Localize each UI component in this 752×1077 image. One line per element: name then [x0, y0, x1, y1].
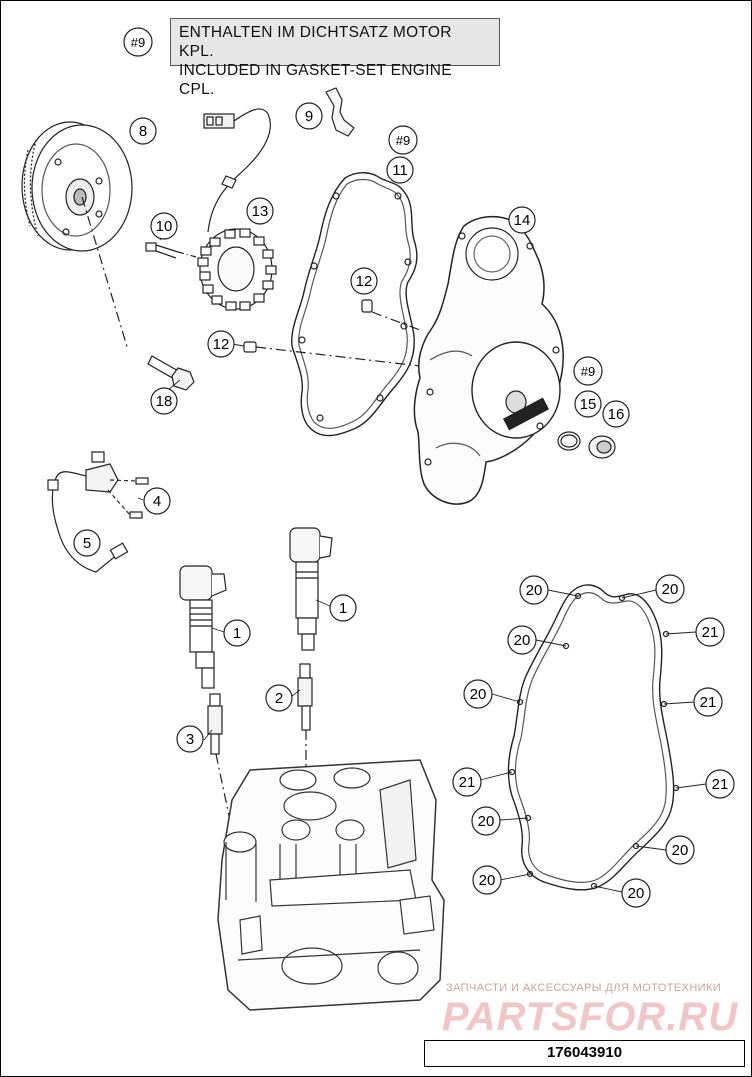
sensor-harness-part[interactable]: [47, 451, 149, 573]
callout-20: 20: [472, 865, 502, 895]
svg-text:9: 9: [305, 108, 313, 125]
svg-text:18: 18: [156, 393, 173, 410]
callout-12: 12: [207, 330, 235, 358]
svg-text:20: 20: [628, 885, 645, 902]
svg-text:1: 1: [339, 600, 347, 617]
assembly-line: [81, 196, 129, 351]
svg-text:20: 20: [526, 582, 543, 599]
svg-text:13: 13: [252, 203, 269, 220]
clutch-cover-gasket-part[interactable]: [507, 584, 680, 891]
callout-13: 13: [246, 197, 274, 225]
svg-text:11: 11: [392, 162, 408, 179]
callout-21: 21: [695, 617, 725, 647]
svg-text:#9: #9: [131, 35, 145, 50]
ignition-coil-part[interactable]: [179, 565, 227, 689]
svg-text:2: 2: [275, 690, 283, 707]
note-line-en: INCLUDED IN GASKET-SET ENGINE CPL.: [179, 62, 452, 98]
o-ring-part[interactable]: [557, 431, 581, 451]
svg-text:20: 20: [514, 632, 531, 649]
callout-1: 1: [329, 594, 357, 622]
note-line-de: ENTHALTEN IM DICHTSATZ MOTOR KPL.: [179, 24, 452, 60]
cover-gasket-part[interactable]: [291, 172, 418, 437]
callout-1: 1: [223, 619, 251, 647]
svg-text:4: 4: [153, 493, 161, 510]
callout-3: 3: [176, 725, 204, 753]
callout-14: 14: [508, 206, 536, 234]
callout-20: 20: [471, 806, 501, 836]
generator-cover-part[interactable]: [413, 215, 564, 505]
pickup-cable-part[interactable]: [203, 108, 271, 233]
svg-text:15: 15: [580, 396, 597, 413]
callout-8: 8: [129, 117, 157, 145]
callout-21: 21: [452, 767, 482, 797]
flywheel-part[interactable]: [21, 121, 133, 252]
callout-4: 4: [143, 487, 171, 515]
callout-20: 20: [507, 625, 537, 655]
watermark-logo: PARTSFOR.RU: [442, 995, 739, 1039]
callout-ref-9: #9: [123, 27, 153, 57]
bracket-part[interactable]: [325, 87, 355, 137]
diagram-part-number: 176043910: [424, 1040, 745, 1067]
svg-text:20: 20: [662, 581, 679, 598]
svg-text:12: 12: [213, 336, 230, 353]
callout-5: 5: [73, 529, 101, 557]
callout-12: 12: [350, 267, 378, 295]
screw-plug-part[interactable]: [588, 435, 616, 459]
ignition-coil-part[interactable]: [289, 527, 333, 651]
callout-16: 16: [602, 400, 630, 428]
svg-text:8: 8: [139, 123, 147, 140]
dowel-pin-part[interactable]: [243, 299, 421, 367]
callout-10: 10: [150, 212, 178, 240]
cylinder-head-part[interactable]: [217, 759, 445, 1011]
svg-text:16: 16: [608, 406, 625, 423]
callout-15: 15: [574, 390, 602, 418]
callout-18: 18: [150, 387, 178, 415]
watermark-tagline: ЗАПЧАСТИ И АКСЕССУАРЫ ДЛЯ МОТОТЕХНИКИ: [446, 982, 722, 994]
callout-ref-9: #9: [573, 356, 603, 386]
spark-plug-part[interactable]: [207, 693, 233, 831]
callout-ref-9: #9: [388, 125, 418, 155]
leader-lines: [137, 227, 707, 893]
callout-20: 20: [655, 574, 685, 604]
svg-text:20: 20: [470, 686, 487, 703]
svg-text:21: 21: [459, 774, 476, 791]
svg-text:20: 20: [672, 842, 689, 859]
callout-20: 20: [665, 835, 695, 865]
callout-20: 20: [463, 679, 493, 709]
svg-text:21: 21: [700, 694, 717, 711]
svg-text:21: 21: [712, 776, 729, 793]
gasket-set-note: ENTHALTEN IM DICHTSATZ MOTOR KPL. INCLUD…: [170, 18, 500, 98]
collar-bolt-part[interactable]: [147, 355, 195, 391]
callout-21: 21: [693, 687, 723, 717]
callout-9: 9: [295, 102, 323, 130]
svg-text:#9: #9: [581, 364, 595, 379]
svg-text:5: 5: [83, 535, 91, 552]
callout-20: 20: [621, 878, 651, 908]
svg-text:12: 12: [356, 273, 373, 290]
svg-text:1: 1: [233, 625, 241, 642]
svg-text:21: 21: [702, 624, 719, 641]
svg-text:10: 10: [156, 218, 173, 235]
screw-part[interactable]: [145, 242, 197, 259]
svg-text:20: 20: [478, 813, 495, 830]
svg-text:20: 20: [479, 872, 496, 889]
callout-2: 2: [265, 684, 293, 712]
stator-part[interactable]: [197, 228, 277, 311]
callout-11: 11: [386, 156, 414, 184]
svg-text:14: 14: [514, 212, 531, 229]
callout-20: 20: [519, 575, 549, 605]
svg-text:3: 3: [186, 731, 194, 748]
callout-21: 21: [705, 769, 735, 799]
svg-text:#9: #9: [396, 133, 410, 148]
